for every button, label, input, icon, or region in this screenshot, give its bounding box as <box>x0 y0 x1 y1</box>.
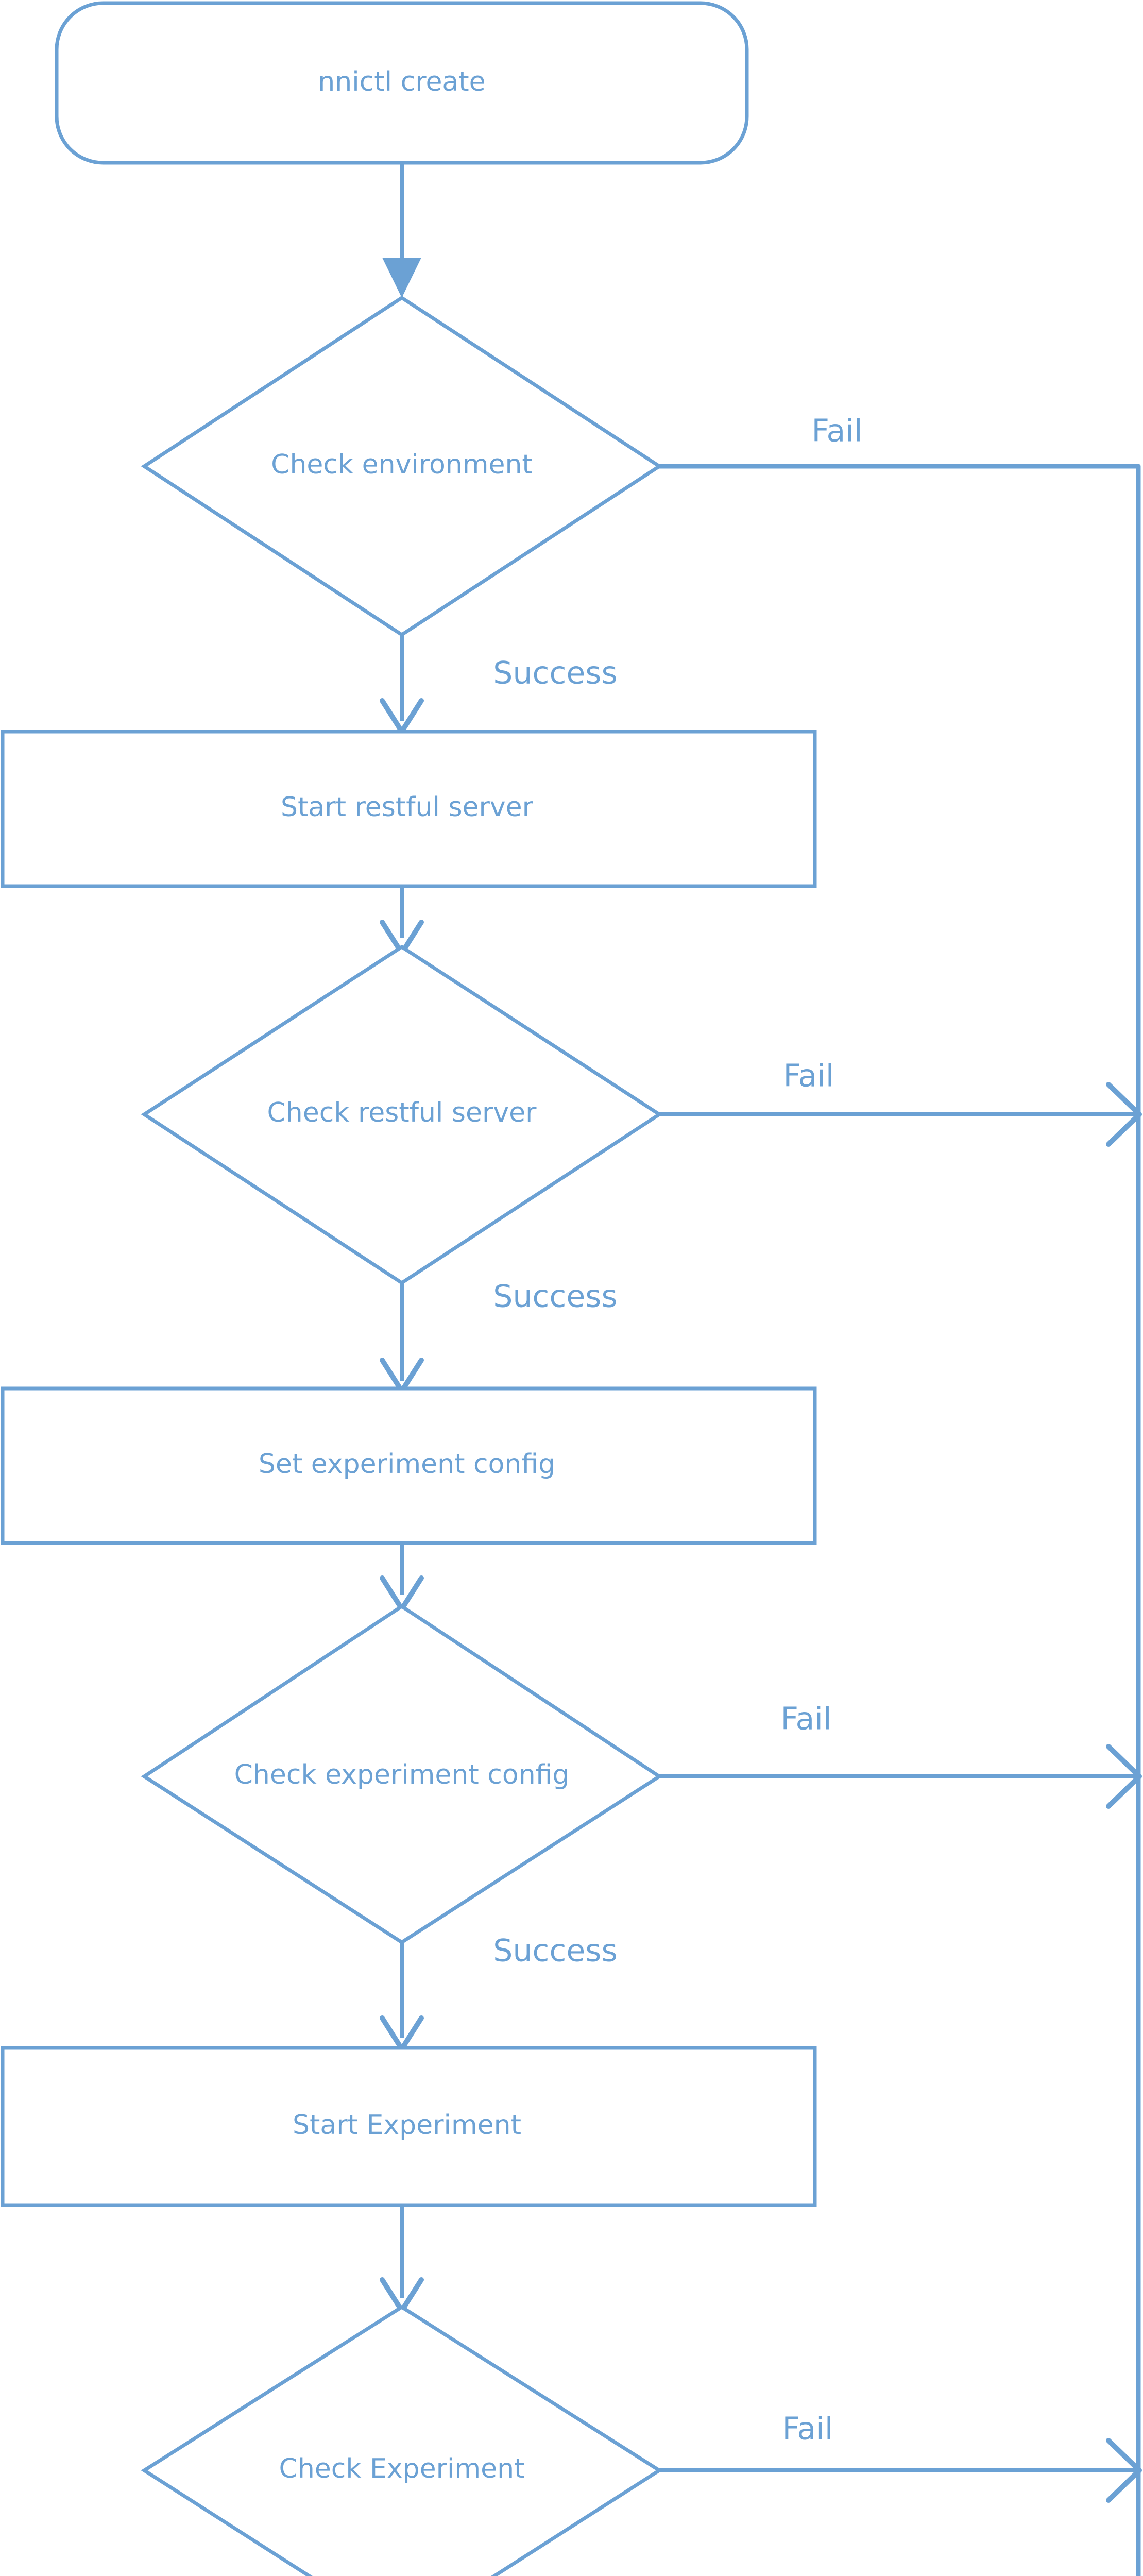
node-set-experiment-config[interactable]: Set experiment config <box>1 1386 817 1545</box>
set-experiment-config-shape[interactable] <box>1 1386 817 1545</box>
edge-start-to-check-environment <box>382 162 421 298</box>
start-terminator-label: nnictl create <box>318 66 485 97</box>
check-experiment-shape[interactable] <box>141 2304 663 2576</box>
check-experiment-label: Check Experiment <box>279 2453 525 2484</box>
check-experiment-config-label: Check experiment config <box>234 1759 570 1790</box>
start-experiment-shape[interactable] <box>1 2046 817 2207</box>
node-check-environment[interactable]: Check environment <box>141 295 663 637</box>
edge-check-restful-server-success <box>380 1283 424 1394</box>
check-experiment-config-shape[interactable] <box>141 1604 663 1945</box>
edge-start-restful-server-to-check <box>380 886 424 956</box>
edge-check-experiment-config-success <box>380 1942 424 2052</box>
set-experiment-config-label: Set experiment config <box>259 1449 555 1480</box>
edge-label-check-experiment-config-fail: Fail <box>780 1701 831 1737</box>
node-check-restful-server[interactable]: Check restful server <box>141 944 663 1285</box>
start-experiment-label: Start Experiment <box>293 2110 521 2141</box>
edge-check-experiment-fail <box>659 2438 1142 2503</box>
node-start-restful-server[interactable]: Start restful server <box>1 730 817 888</box>
edge-label-check-environment-success: Success <box>493 655 618 691</box>
edge-label-check-environment-fail: Fail <box>811 413 862 449</box>
node-check-experiment-config[interactable]: Check experiment config <box>141 1604 663 1945</box>
edge-label-check-restful-server-success: Success <box>493 1279 618 1315</box>
edge-check-environment-success <box>380 635 424 734</box>
check-restful-server-label: Check restful server <box>267 1097 537 1128</box>
start-terminator-shape[interactable] <box>55 1 749 165</box>
node-check-experiment[interactable]: Check Experiment <box>141 2304 663 2576</box>
edge-check-environment-fail <box>657 464 1141 2576</box>
check-environment-shape[interactable] <box>141 295 663 637</box>
edge-label-check-experiment-config-success: Success <box>493 1933 618 1969</box>
edge-check-restful-server-fail <box>659 1082 1142 1147</box>
edge-start-experiment-to-check <box>380 2205 424 2313</box>
node-start-terminator[interactable]: nnictl create <box>55 1 749 165</box>
check-environment-label: Check environment <box>271 449 533 480</box>
check-restful-server-shape[interactable] <box>141 944 663 1285</box>
start-restful-server-shape[interactable] <box>1 730 817 888</box>
start-restful-server-label: Start restful server <box>281 792 534 823</box>
node-start-experiment[interactable]: Start Experiment <box>1 2046 817 2207</box>
edge-check-experiment-config-fail <box>659 1744 1142 1809</box>
edge-set-experiment-config-to-check <box>380 1543 424 1612</box>
edge-label-check-restful-server-fail: Fail <box>783 1058 834 1094</box>
edge-label-check-experiment-fail: Fail <box>782 2411 833 2447</box>
